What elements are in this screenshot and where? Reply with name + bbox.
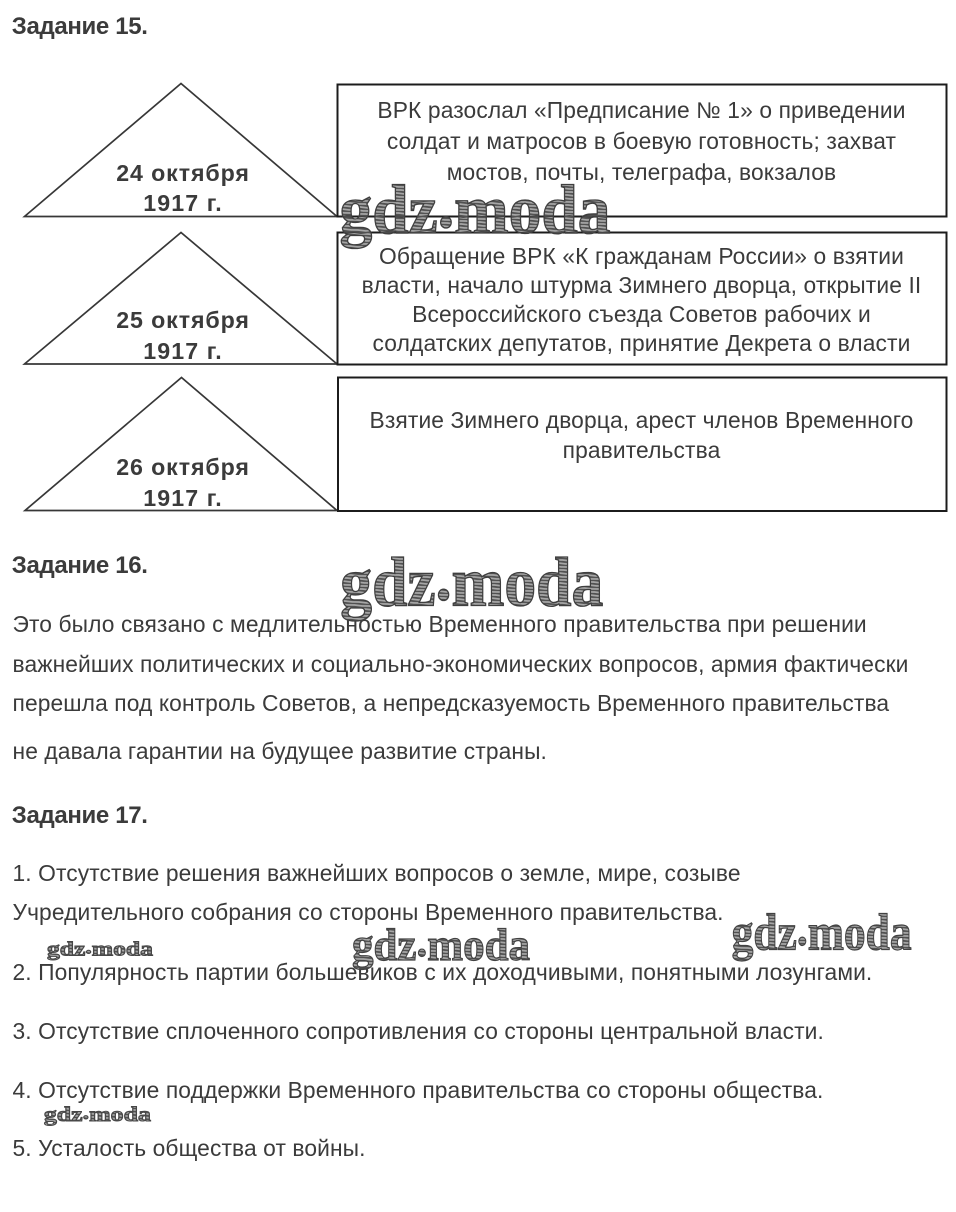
svg-text:gdz.moda: gdz.moda [732,908,912,961]
svg-text:gdz.moda: gdz.moda [352,926,530,970]
svg-text:gdz.moda: gdz.moda [47,937,153,961]
svg-text:gdz.moda: gdz.moda [340,542,603,622]
svg-text:gdz.moda: gdz.moda [44,1101,152,1126]
svg-text:gdz.moda: gdz.moda [340,170,611,249]
